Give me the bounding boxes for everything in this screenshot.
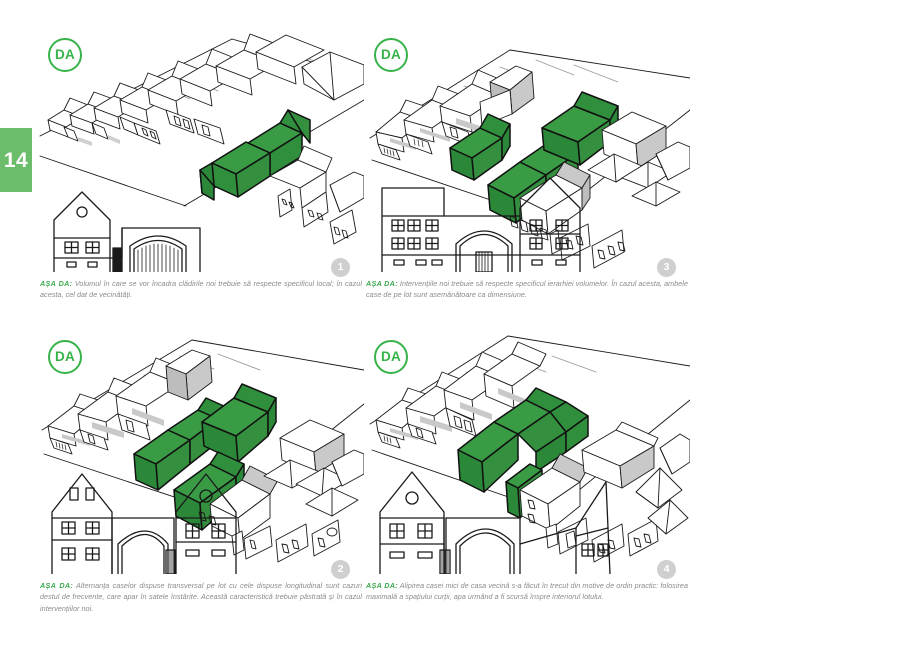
da-badge-label: DA <box>55 47 75 63</box>
caption-bottom-right: AȘA DA: Alipirea casei mici de casa veci… <box>366 580 688 603</box>
illustration-top-left: DA 1 <box>34 20 364 277</box>
figure-number: 2 <box>337 563 344 576</box>
caption-text: Alternanța caselor dispuse transversal p… <box>40 581 362 613</box>
illustration-bottom-left: DA 2 <box>34 322 364 579</box>
da-badge-label: DA <box>381 349 401 365</box>
caption-top-left: AȘA DA: Volumul în care se vor încadra c… <box>40 278 362 301</box>
panel-top-right: DA 3 AȘA DA: Intervențiile noi trebuie s… <box>360 20 690 320</box>
caption-text: Intervențiile noi trebuie să respecte sp… <box>366 279 688 300</box>
page-number-tab: 14 <box>0 128 32 192</box>
figure-number: 3 <box>663 261 670 274</box>
caption-text: Alipirea casei mici de casa vecină s-a f… <box>366 581 689 602</box>
da-badge-label: DA <box>381 47 401 63</box>
caption-lead: AȘA DA: <box>366 279 398 288</box>
illustration-bottom-right: DA 4 <box>360 322 690 579</box>
caption-lead: AȘA DA: <box>40 279 73 288</box>
da-badge-bottom-left: DA <box>48 340 82 374</box>
da-badge-label: DA <box>55 349 75 365</box>
caption-top-right: AȘA DA: Intervențiile noi trebuie să res… <box>366 278 688 301</box>
figure-number-badge-4: 4 <box>657 560 676 579</box>
da-badge-top-right: DA <box>374 38 408 72</box>
caption-lead: AȘA DA: <box>40 581 74 590</box>
figure-number-badge-2: 2 <box>331 560 350 579</box>
da-badge-bottom-right: DA <box>374 340 408 374</box>
caption-lead: AȘA DA: <box>366 581 398 590</box>
caption-text: Volumul în care se vor încadra clădirile… <box>40 279 363 300</box>
da-badge-top-left: DA <box>48 38 82 72</box>
illustration-top-right: DA 3 <box>360 20 690 277</box>
panel-top-left: DA 1 AȘA DA: Volumul în care se vor înca… <box>34 20 364 320</box>
figure-number: 4 <box>663 563 670 576</box>
figure-number-badge-1: 1 <box>331 258 350 277</box>
panel-bottom-left: DA 2 AȘA DA: Alternanța caselor dispuse … <box>34 322 364 622</box>
page-number: 14 <box>3 148 29 172</box>
figure-number-badge-3: 3 <box>657 258 676 277</box>
caption-bottom-left: AȘA DA: Alternanța caselor dispuse trans… <box>40 580 362 614</box>
panel-bottom-right: DA 4 AȘA DA: Alipirea casei mici de casa… <box>360 322 690 622</box>
figure-number: 1 <box>337 261 344 274</box>
